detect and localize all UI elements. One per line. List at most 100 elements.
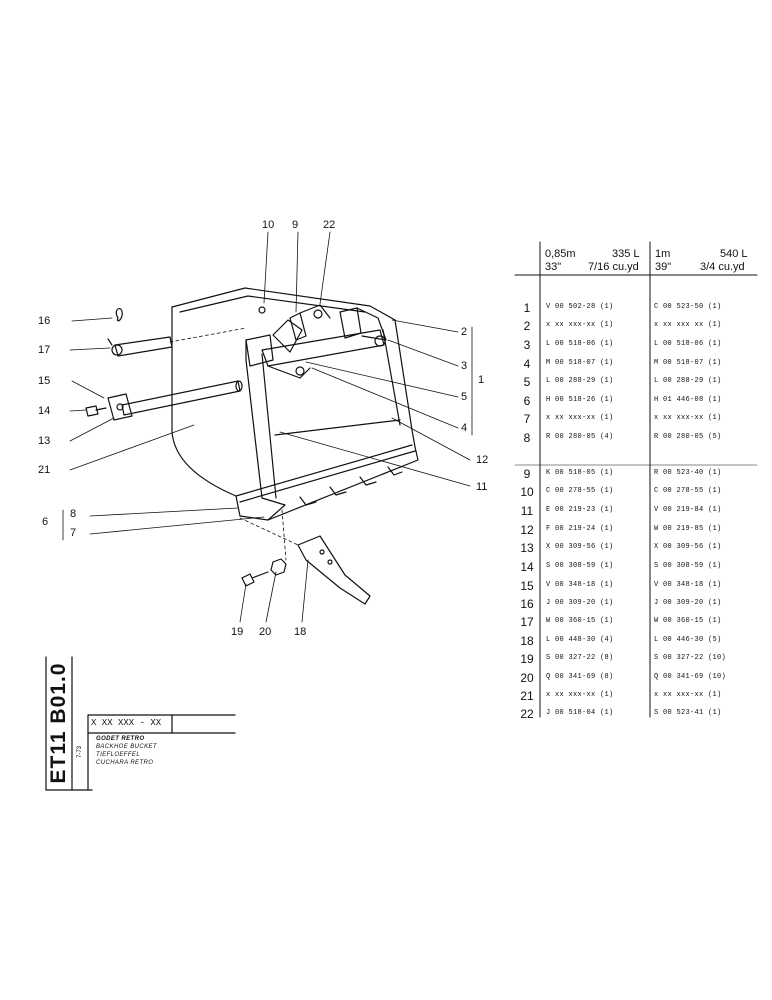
table-cell-ref-335l: F 00 219-24 (1) <box>546 525 614 533</box>
table-row-number: 11 <box>520 504 534 518</box>
pin-13 <box>107 380 243 421</box>
bolt-19 <box>241 571 269 587</box>
table-cell-ref-540l: R 00 280-05 (5) <box>654 433 722 441</box>
callout-5: 5 <box>461 391 468 403</box>
part-code: X XX XXX - XX <box>91 718 162 728</box>
table-cell-ref-335l: J 00 309-20 (1) <box>546 599 614 607</box>
table-row-number: 15 <box>520 579 534 593</box>
table-cell-ref-540l: H 01 446-08 (1) <box>654 396 722 404</box>
callout-12: 12 <box>476 454 489 466</box>
drawing-code: ET11 B01.0 <box>47 662 70 784</box>
table-cell-ref-335l: J 00 518-04 (1) <box>546 709 614 717</box>
table-row-number: 8 <box>523 431 531 445</box>
table-cell-ref-335l: C 00 278-55 (1) <box>546 487 614 495</box>
table-cell-ref-540l: Q 00 341-69 (10) <box>654 673 727 681</box>
table-cell-ref-540l: S 00 327-22 (10) <box>654 654 727 662</box>
callout-20: 20 <box>259 626 272 638</box>
table-row-number: 2 <box>523 319 531 333</box>
table-cell-ref-335l: S 00 327-22 (8) <box>546 654 614 662</box>
callout-22: 22 <box>323 219 336 231</box>
clip-16 <box>115 308 123 322</box>
table-cell-ref-335l: x xx xxx-xx (1) <box>546 414 614 422</box>
assembly-lines <box>169 327 299 561</box>
title-en: BACKHOE BUCKET <box>96 744 157 750</box>
table-row-number: 4 <box>523 357 531 371</box>
col1-head-cuyd: 7/16 cu.yd <box>588 261 639 273</box>
table-row-number: 6 <box>523 394 531 408</box>
callout-21: 21 <box>38 464 51 476</box>
table-row-number: 13 <box>520 541 534 555</box>
col1-head-capacity: 0,85m <box>545 248 576 260</box>
callout-17: 17 <box>38 344 51 356</box>
callout-2: 2 <box>461 326 468 338</box>
callout-7: 7 <box>70 527 77 539</box>
table-row-number: 3 <box>523 338 531 352</box>
table-row-number: 10 <box>520 485 534 499</box>
table-cell-ref-540l: R 00 523-40 (1) <box>654 469 722 477</box>
table-row-number: 7 <box>523 412 531 426</box>
table-cell-ref-540l: L 00 518-06 (1) <box>654 340 722 348</box>
bolt-14 <box>85 405 107 417</box>
lug-brackets <box>245 304 387 379</box>
col1-head-width: 33" <box>545 261 562 273</box>
table-row-number: 21 <box>520 689 534 703</box>
callout-8: 8 <box>70 508 77 520</box>
table-cell-ref-335l: K 00 518-05 (1) <box>546 469 614 477</box>
table-cell-ref-335l: x xx xxx-xx (1) <box>546 321 614 329</box>
callout-4: 4 <box>461 422 468 434</box>
table-cell-ref-335l: Q 00 341-69 (8) <box>546 673 614 681</box>
table-cell-ref-335l: W 00 360-15 (1) <box>546 617 614 625</box>
table-cell-ref-540l: S 00 523-41 (1) <box>654 709 722 717</box>
tooth-18 <box>297 535 371 605</box>
table-cell-ref-540l: V 00 219-84 (1) <box>654 506 722 514</box>
nut-20 <box>270 558 287 576</box>
table-row-number: 9 <box>523 467 531 481</box>
revision-date: 7-73 <box>77 745 83 759</box>
title-block-frame <box>45 656 236 791</box>
table-row-number: 1 <box>523 301 531 315</box>
callout-19: 19 <box>231 626 244 638</box>
title-fr: GODET RETRO <box>96 736 145 742</box>
table-cell-ref-540l: V 00 348-18 (1) <box>654 581 722 589</box>
col2-head-cuyd: 3/4 cu.yd <box>700 261 745 273</box>
table-cell-ref-540l: x xx xxx-xx (1) <box>654 414 722 422</box>
table-cell-ref-540l: L 00 288-29 (1) <box>654 377 722 385</box>
table-cell-ref-540l: M 00 518-07 (1) <box>654 359 722 367</box>
table-row-number: 20 <box>520 671 534 685</box>
callout-1: 1 <box>478 374 485 386</box>
callout-15: 15 <box>38 375 51 387</box>
table-cell-ref-540l: W 00 219-85 (1) <box>654 525 722 533</box>
table-cell-ref-540l: W 00 360-15 (1) <box>654 617 722 625</box>
bucket-body <box>171 287 419 521</box>
table-cell-ref-335l: H 00 518-26 (1) <box>546 396 614 404</box>
callout-14: 14 <box>38 405 51 417</box>
table-cell-ref-540l: X 00 309-56 (1) <box>654 543 722 551</box>
table-cell-ref-335l: S 00 308-59 (1) <box>546 562 614 570</box>
table-cell-ref-335l: X 00 309-56 (1) <box>546 543 614 551</box>
title-de: TIEFLOEFFEL <box>96 752 141 758</box>
table-cell-ref-335l: V 00 502-28 (1) <box>546 303 614 311</box>
table-cell-ref-540l: C 00 278-55 (1) <box>654 487 722 495</box>
callout-10: 10 <box>262 219 275 231</box>
table-cell-ref-335l: L 00 448-30 (4) <box>546 636 614 644</box>
table-cell-ref-335l: V 00 348-18 (1) <box>546 581 614 589</box>
callout-13: 13 <box>38 435 51 447</box>
table-cell-ref-335l: L 00 518-06 (1) <box>546 340 614 348</box>
col2-head-litres: 540 L <box>720 248 748 260</box>
table-row-number: 14 <box>520 560 534 574</box>
table-cell-ref-540l: J 00 309-20 (1) <box>654 599 722 607</box>
table-row-number: 18 <box>520 634 534 648</box>
callout-11: 11 <box>476 481 488 493</box>
table-row-number: 17 <box>520 615 534 629</box>
callout-16: 16 <box>38 315 51 327</box>
col2-head-width: 39" <box>655 261 672 273</box>
table-cell-ref-540l: x xx xxx xx (1) <box>654 321 722 329</box>
table-cell-ref-335l: M 00 518-07 (1) <box>546 359 614 367</box>
table-row-number: 12 <box>520 523 534 537</box>
callout-3: 3 <box>461 360 468 372</box>
table-row-number: 5 <box>523 375 531 389</box>
leader-lines <box>62 231 473 623</box>
table-cell-ref-540l: L 00 446-30 (5) <box>654 636 722 644</box>
table-cell-ref-335l: R 00 280-05 (4) <box>546 433 614 441</box>
